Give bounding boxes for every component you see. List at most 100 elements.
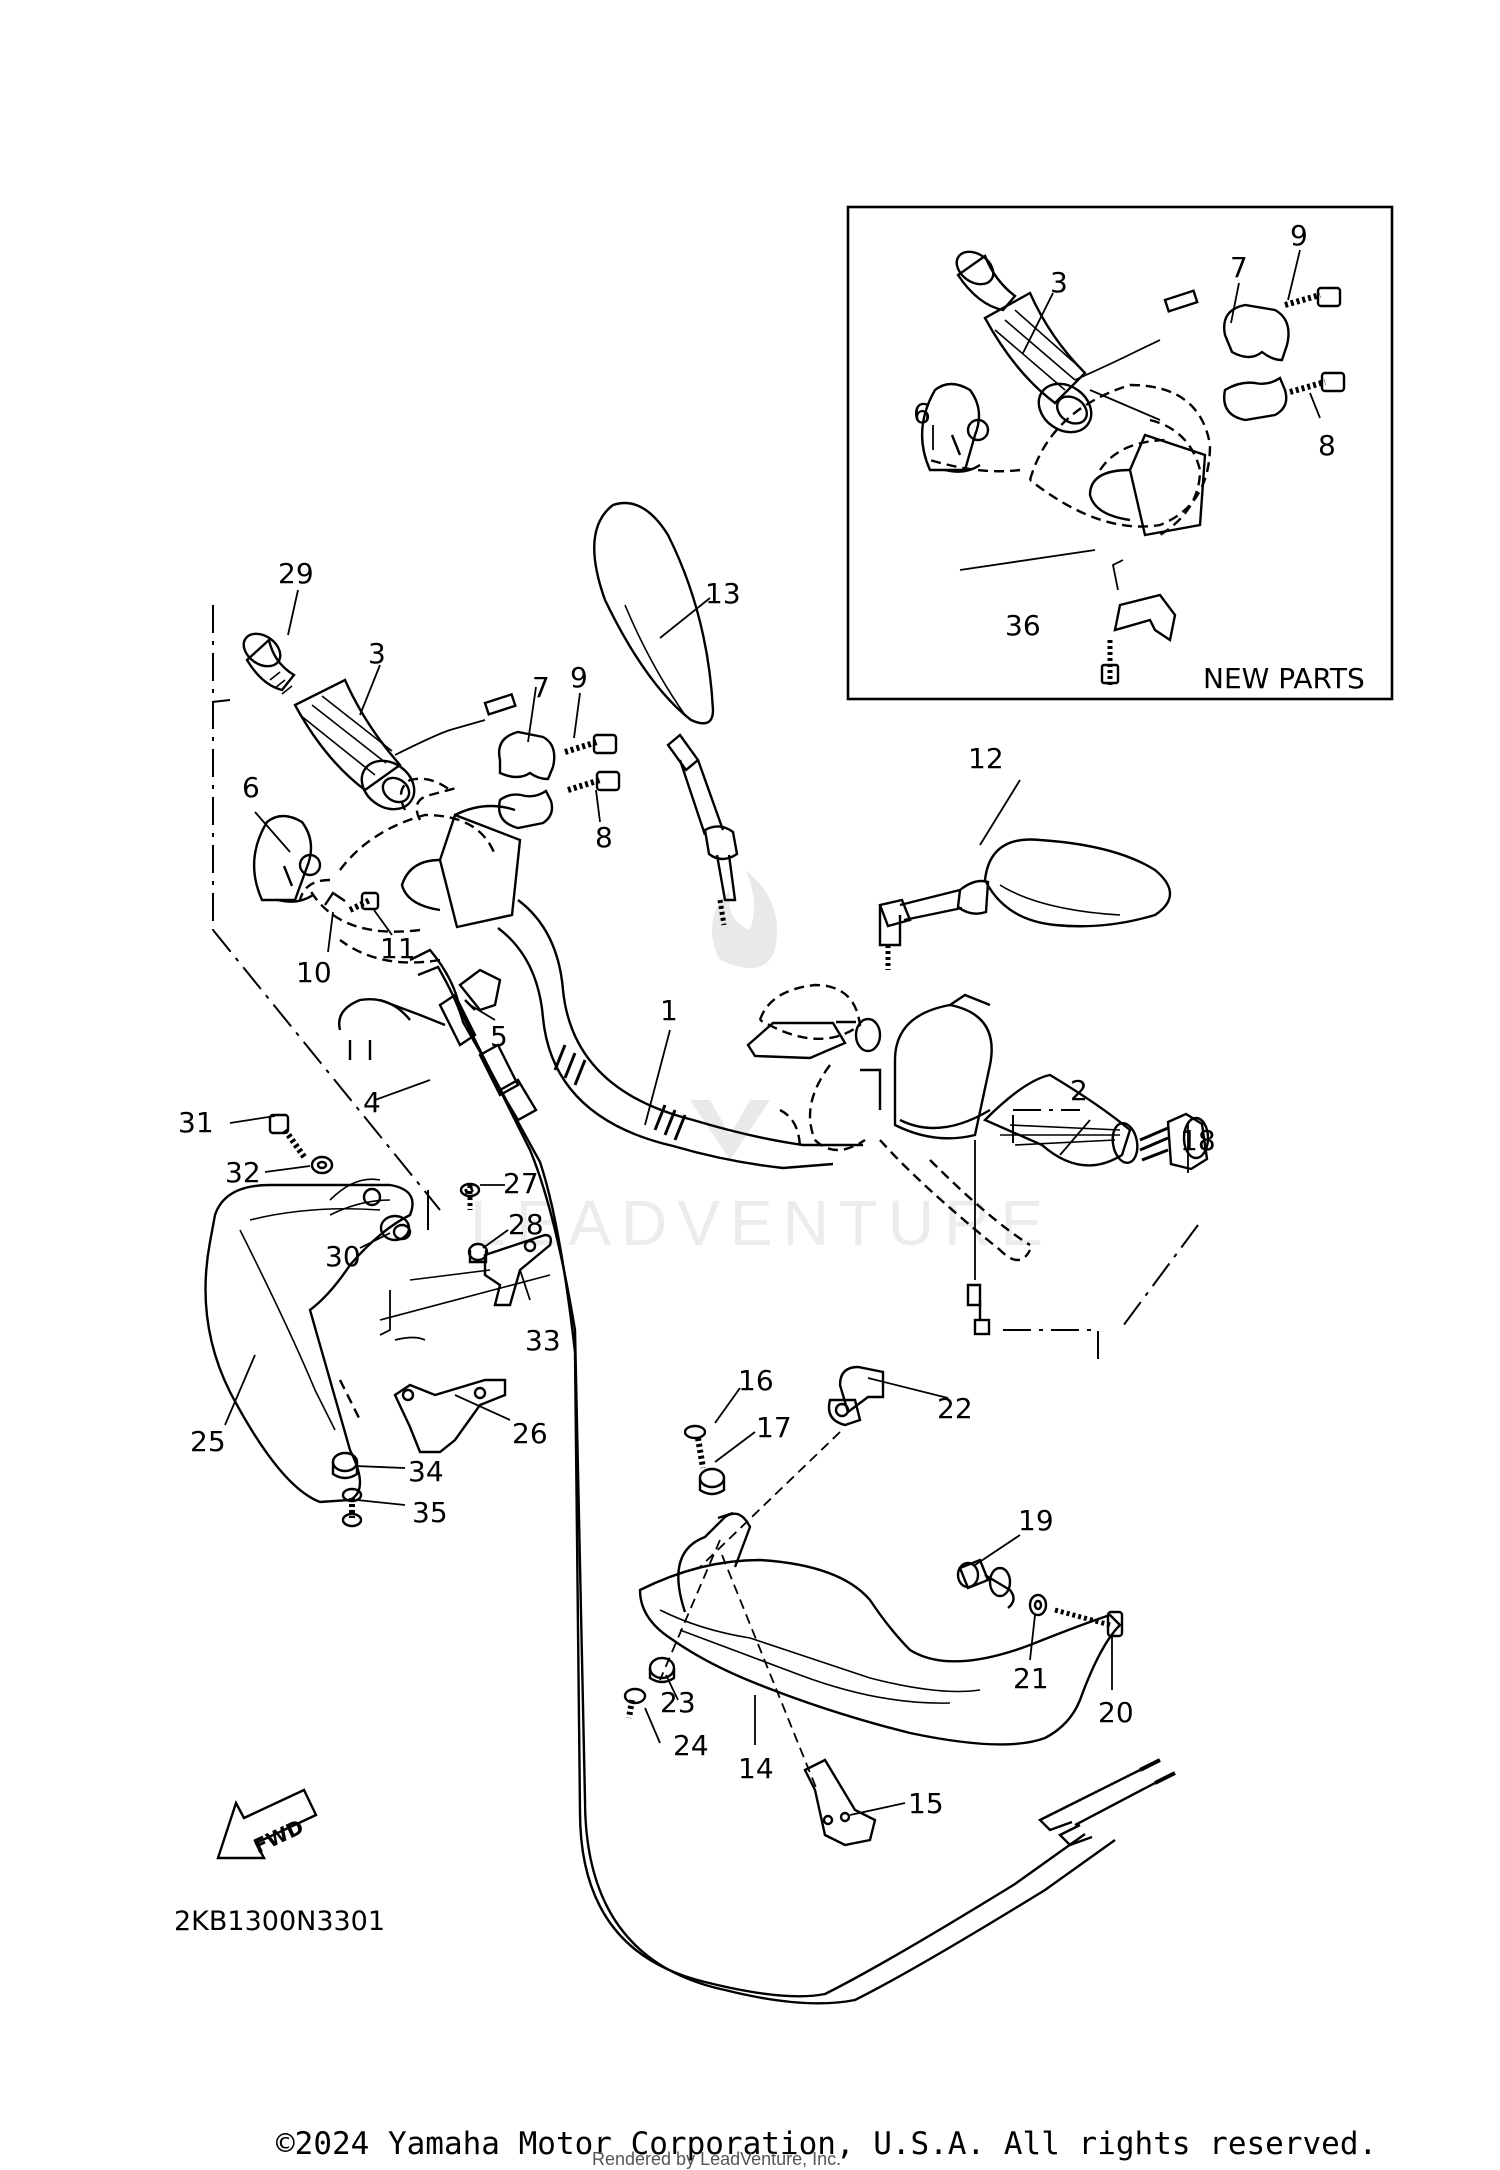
left-switch-housing xyxy=(400,804,522,929)
callout-7: 7 xyxy=(532,671,550,704)
part-20-bolt xyxy=(1054,1607,1124,1638)
callout-18: 18 xyxy=(1180,1124,1216,1157)
inset-new-parts xyxy=(846,205,1394,701)
callout-2: 2 xyxy=(1070,1074,1088,1107)
callout-30: 30 xyxy=(325,1240,361,1273)
inset-callout-6: 6 xyxy=(913,397,931,430)
part-2-throttle-housing xyxy=(893,993,993,1140)
inset-clamp-6 xyxy=(920,382,990,473)
callout-22: 22 xyxy=(937,1392,973,1425)
cable-ends-lower xyxy=(1037,1758,1176,1847)
rendered-by-notice: Rendered by LeadVenture, Inc. xyxy=(592,2149,842,2169)
inset-switch-body xyxy=(1088,433,1207,537)
part-6-clamp xyxy=(252,814,322,903)
callout-3: 3 xyxy=(368,637,386,670)
wire-clip-left xyxy=(338,998,446,1060)
inset-leaders xyxy=(932,249,1321,571)
part-18-grip-end xyxy=(1139,1112,1210,1171)
inset-callout-8: 8 xyxy=(1318,429,1336,462)
callout-27: 27 xyxy=(503,1167,539,1200)
inset-switch-housing xyxy=(929,383,1212,537)
watermark-text: LEADVENTURE xyxy=(470,1187,1053,1259)
fwd-label: FWD xyxy=(250,1814,308,1858)
callout-31: 31 xyxy=(178,1106,214,1139)
callout-8: 8 xyxy=(595,821,613,854)
part-1-handlebar xyxy=(415,785,863,1170)
part-2-grip xyxy=(982,1073,1139,1167)
part-28-nut xyxy=(467,1242,489,1264)
callout-4: 4 xyxy=(363,1086,381,1119)
callout-21: 21 xyxy=(1013,1662,1049,1695)
callout-leaders xyxy=(224,589,1189,1816)
part-code: 2KB1300N3301 xyxy=(174,1906,385,1937)
part-7-clamp xyxy=(497,730,556,830)
part-12-mirror xyxy=(878,838,1172,970)
callout-10: 10 xyxy=(296,956,332,989)
watermark-logo: LEADVENTURE xyxy=(470,870,1053,1259)
callout-33: 33 xyxy=(525,1324,561,1357)
callout-34: 34 xyxy=(408,1455,444,1488)
part-30-grommet xyxy=(379,1214,412,1242)
callout-26: 26 xyxy=(512,1417,548,1450)
callout-17: 17 xyxy=(756,1411,792,1444)
part-16-bolt xyxy=(683,1424,707,1469)
inset-clamp-7 xyxy=(1223,303,1290,422)
part-21-washer xyxy=(1028,1593,1048,1617)
part-33-stay xyxy=(483,1233,553,1307)
callout-12: 12 xyxy=(968,742,1004,775)
part-17-collar xyxy=(698,1467,726,1496)
part-22-bracket xyxy=(827,1365,885,1427)
part-32-washer xyxy=(310,1155,334,1175)
callout-15: 15 xyxy=(908,1787,944,1820)
inset-callout-36: 36 xyxy=(1005,609,1041,642)
part-5-clip xyxy=(458,968,502,1012)
leader-frame-33-26 xyxy=(379,1269,551,1321)
callout-29: 29 xyxy=(278,557,314,590)
inset-bracket-36 xyxy=(1100,559,1177,685)
callout-32: 32 xyxy=(225,1156,261,1189)
part-10-screw xyxy=(324,891,346,906)
callout-28: 28 xyxy=(508,1208,544,1241)
part-24-bolt xyxy=(623,1687,647,1719)
part-15-bracket xyxy=(803,1758,877,1847)
part-27-screw xyxy=(459,1182,481,1210)
part-8-bolt xyxy=(567,770,621,793)
handguard-guides xyxy=(659,1431,841,1791)
part-14-handguard xyxy=(638,1511,1122,1746)
inset-callout-9: 9 xyxy=(1290,219,1308,252)
part-35-bolt xyxy=(341,1487,363,1528)
callout-1: 1 xyxy=(660,994,678,1027)
callout-14: 14 xyxy=(738,1752,774,1785)
copyright-notice: ©2024 Yamaha Motor Corporation, U.S.A. A… xyxy=(276,2126,1378,2162)
callout-9: 9 xyxy=(570,661,588,694)
callout-24: 24 xyxy=(673,1729,709,1762)
part-29-grip-end xyxy=(242,632,296,695)
part-25-cowl xyxy=(204,1178,414,1504)
left-lever-dashed xyxy=(298,777,497,964)
callout-6: 6 xyxy=(242,771,260,804)
part-26-stay xyxy=(393,1378,507,1454)
part-11-screw xyxy=(348,891,380,913)
inset-callout-7: 7 xyxy=(1230,251,1248,284)
right-lever-dashed xyxy=(758,983,1032,1262)
part-4-cable xyxy=(409,948,1116,2005)
part-31-bolt xyxy=(268,1113,308,1160)
inset-bolt-8 xyxy=(1289,371,1346,395)
fwd-arrow xyxy=(216,1788,318,1860)
callout-16: 16 xyxy=(738,1364,774,1397)
inset-callout-3: 3 xyxy=(1050,266,1068,299)
callout-numbers: 1 2 3 4 5 6 7 8 9 10 11 12 13 14 15 16 1… xyxy=(178,557,1216,1820)
callout-35: 35 xyxy=(412,1496,448,1529)
right-switch-cable xyxy=(966,1140,991,1336)
callout-20: 20 xyxy=(1098,1696,1134,1729)
callout-13: 13 xyxy=(705,577,741,610)
callout-11: 11 xyxy=(380,932,416,965)
inset-callout-numbers: 3 6 7 8 9 36 xyxy=(913,219,1336,642)
handguard-mount xyxy=(984,1566,1015,1609)
group-frame-lines xyxy=(211,605,1199,1360)
callout-5: 5 xyxy=(490,1020,508,1053)
callout-25: 25 xyxy=(190,1425,226,1458)
callout-19: 19 xyxy=(1018,1504,1054,1537)
part-3-grip xyxy=(293,678,517,811)
